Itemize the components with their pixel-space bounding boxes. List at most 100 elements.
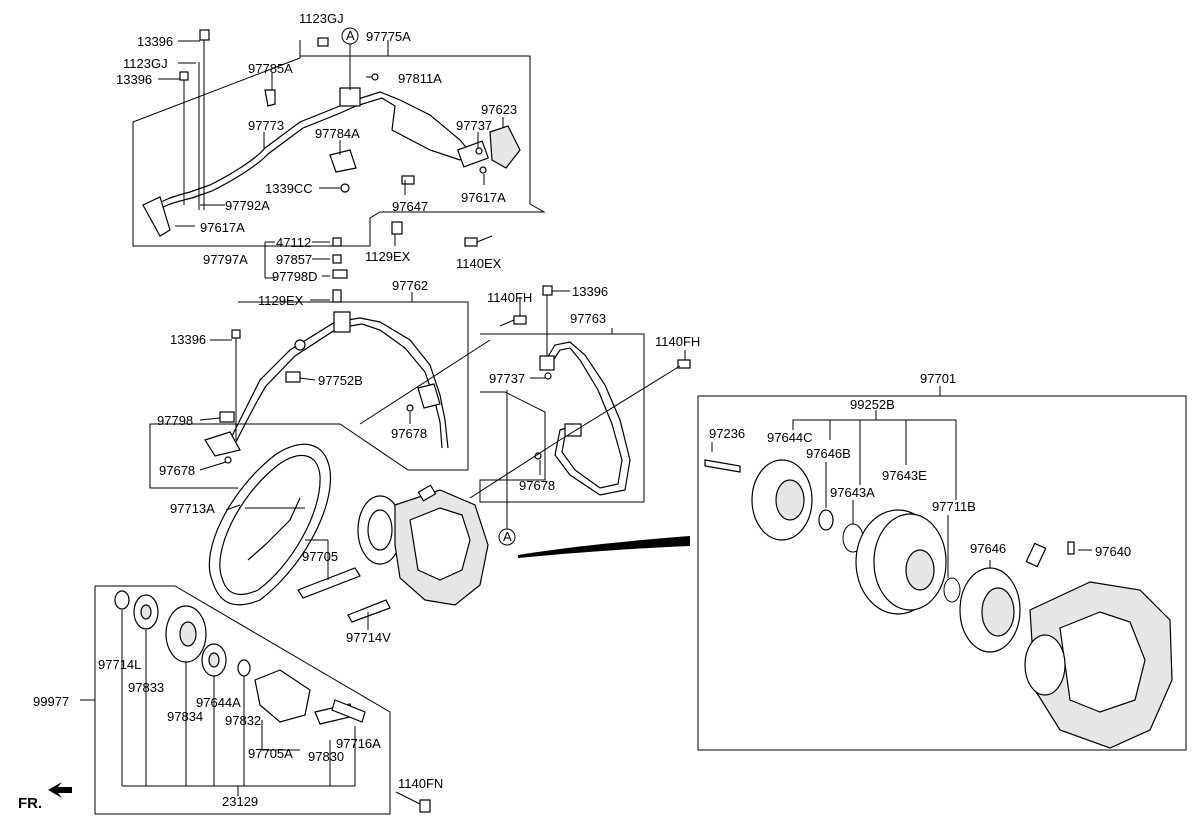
- bolt-1140fh-b: [677, 359, 691, 369]
- bolt-1140fh-a: [513, 315, 527, 325]
- top-hose-assembly: [142, 29, 521, 247]
- label-47112: 47112: [276, 235, 311, 250]
- label-97617a-b: 97617A: [200, 220, 245, 235]
- label-97705a: 97705A: [248, 746, 293, 761]
- block-fitting: [339, 87, 361, 107]
- label-97644a: 97644A: [196, 695, 241, 710]
- part-labels: 13396 1123GJ 1123GJ 13396 97775A 97785A …: [18, 11, 1131, 812]
- label-97713a: 97713A: [170, 501, 215, 516]
- label-97705: 97705: [302, 549, 338, 564]
- label-97714l: 97714L: [98, 657, 141, 672]
- group-97701: [697, 386, 1187, 751]
- label-1129ex-a: 1129EX: [365, 249, 411, 264]
- nut-13396-a: [199, 29, 210, 41]
- label-97678-c: 97678: [519, 478, 555, 493]
- oring-97737: [475, 147, 483, 155]
- oring-97617a: [479, 166, 487, 174]
- label-1339cc: 1339CC: [265, 181, 313, 196]
- label-97830: 97830: [308, 749, 344, 764]
- label-97678-b: 97678: [159, 463, 195, 478]
- bolt-1129ex: [391, 221, 403, 235]
- snapring-97711b: [943, 577, 961, 603]
- valve-97752b: [285, 371, 301, 383]
- label-97646: 97646: [970, 541, 1006, 556]
- label-97643a: 97643A: [830, 485, 875, 500]
- fitting-lower: [204, 431, 241, 457]
- bolt-1140fn: [419, 799, 431, 813]
- bolt-97236: [704, 459, 741, 473]
- label-13396-a: 13396: [137, 34, 173, 49]
- spacer-97832: [237, 659, 251, 677]
- label-97647: 97647: [392, 199, 428, 214]
- label-97775a: 97775A: [366, 29, 411, 44]
- clip-97785a: [264, 89, 276, 107]
- label-97752b: 97752B: [318, 373, 363, 388]
- label-97798: 97798: [157, 413, 193, 428]
- nut-13396-b: [179, 71, 189, 81]
- screw-97640: [1067, 541, 1075, 555]
- label-97792a: 97792A: [225, 198, 270, 213]
- label-97785a: 97785A: [248, 61, 293, 76]
- label-1129ex-b: 1129EX: [258, 293, 304, 308]
- label-97773: 97773: [248, 118, 284, 133]
- callout-a-top-text: A: [346, 28, 355, 43]
- callout-a-mid-text: A: [503, 529, 512, 544]
- label-13396-b: 13396: [116, 72, 152, 87]
- label-97644c: 97644C: [767, 430, 813, 445]
- block-97762: [333, 311, 351, 333]
- nut-97714l: [114, 590, 130, 610]
- label-1123gj-b: 1123GJ: [123, 56, 168, 71]
- label-97784a: 97784A: [315, 126, 360, 141]
- cap-97811a: [371, 73, 379, 81]
- label-1140fn: 1140FN: [398, 776, 443, 791]
- group-97775a: [132, 40, 546, 247]
- label-23129: 23129: [222, 794, 258, 809]
- label-97798d: 97798D: [272, 269, 318, 284]
- muffler-97623: [489, 125, 521, 169]
- nut-13396-c: [542, 285, 553, 296]
- flange-fitting: [456, 140, 490, 168]
- bolt-97705: [297, 567, 361, 599]
- group-97762: [149, 237, 491, 489]
- block-97763-top: [539, 355, 555, 371]
- label-97623: 97623: [481, 102, 517, 117]
- label-1140fh-b: 1140FH: [655, 334, 700, 349]
- bolt-97647: [401, 175, 415, 185]
- label-97834: 97834: [167, 709, 203, 724]
- front-indicator: [48, 782, 72, 798]
- fr-arrow-icon: [48, 782, 72, 798]
- label-97714v: 97714V: [346, 630, 391, 645]
- label-97811a: 97811A: [398, 71, 442, 86]
- label-97762: 97762: [392, 278, 428, 293]
- clip-97798: [219, 411, 235, 423]
- label-99252b: 99252B: [850, 397, 895, 412]
- nut-1339cc: [340, 183, 350, 193]
- group-97763: [469, 285, 691, 503]
- label-13396-c: 13396: [572, 284, 608, 299]
- label-97643e: 97643E: [882, 468, 927, 483]
- label-97678-a: 97678: [391, 426, 427, 441]
- belt-97713a: [208, 443, 332, 606]
- label-13396-d: 13396: [170, 332, 206, 347]
- label-97701: 97701: [920, 371, 956, 386]
- bracket-97705a: [254, 669, 311, 723]
- label-97797a: 97797A: [203, 252, 248, 267]
- label-97763: 97763: [570, 311, 606, 326]
- label-1140ex: 1140EX: [456, 256, 502, 271]
- bolt-1123gj: [317, 37, 329, 47]
- label-97857: 97857: [276, 252, 312, 267]
- label-97617a-a: 97617A: [461, 190, 506, 205]
- leaders-top: [158, 40, 504, 246]
- label-97737-a: 97737: [456, 118, 492, 133]
- compressor-main: [245, 484, 489, 630]
- bracket-left: [142, 196, 171, 237]
- block-97763-bottom: [564, 423, 582, 437]
- label-97737-b: 97737: [489, 371, 525, 386]
- label-97716a: 97716A: [336, 736, 381, 751]
- label-1140fh-a: 1140FH: [487, 290, 532, 305]
- bolt-1140ex: [464, 237, 478, 247]
- label-1123gj-a: 1123GJ: [299, 11, 344, 26]
- label-fr: FR.: [18, 795, 42, 812]
